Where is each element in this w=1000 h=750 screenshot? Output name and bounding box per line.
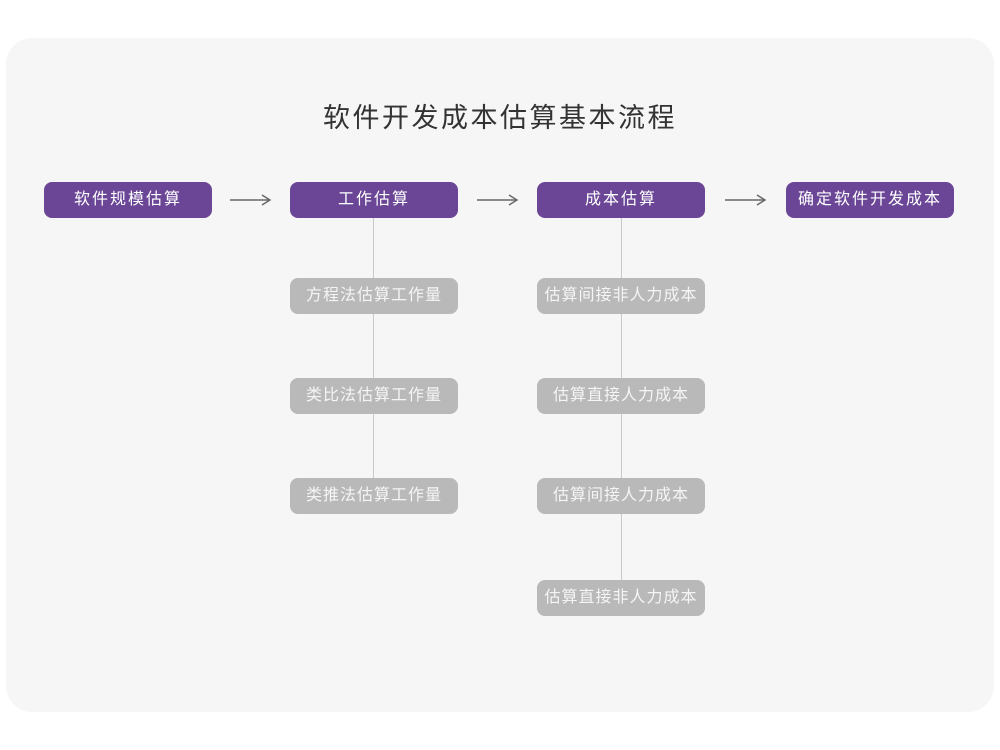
diagram-title: 软件开发成本估算基本流程	[323, 103, 677, 133]
arrow-right-icon	[476, 193, 520, 207]
sub-step-direct-nonlabor-cost: 估算直接非人力成本	[537, 580, 705, 616]
sub-step-extrapolation-method: 类推法估算工作量	[290, 478, 458, 514]
arrow-right-icon	[724, 193, 768, 207]
stage-box-determine-cost: 确定软件开发成本	[786, 182, 954, 218]
sub-step-analogy-method: 类比法估算工作量	[290, 378, 458, 414]
stage-box-work-estimation: 工作估算	[290, 182, 458, 218]
sub-step-equation-method: 方程法估算工作量	[290, 278, 458, 314]
stage-box-cost-estimation: 成本估算	[537, 182, 705, 218]
stage-box-software-size-estimation: 软件规模估算	[44, 182, 212, 218]
arrow-right-icon	[229, 193, 273, 207]
sub-step-indirect-nonlabor-cost: 估算间接非人力成本	[537, 278, 705, 314]
connector-line	[373, 218, 374, 478]
diagram-card	[6, 38, 994, 712]
sub-step-indirect-labor-cost: 估算间接人力成本	[537, 478, 705, 514]
sub-step-direct-labor-cost: 估算直接人力成本	[537, 378, 705, 414]
